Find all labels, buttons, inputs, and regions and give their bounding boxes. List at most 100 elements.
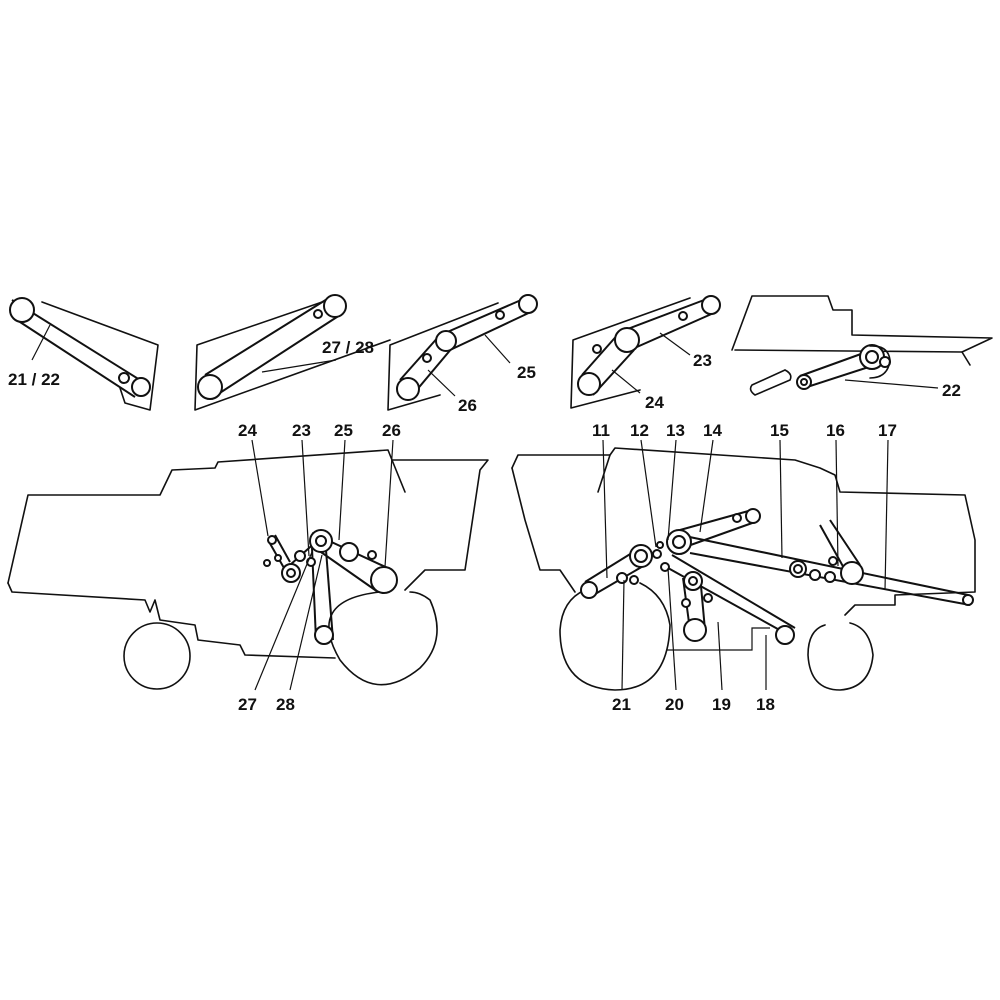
idler-b: [629, 575, 639, 585]
idler-d: [652, 549, 662, 559]
label-19: 19: [712, 695, 731, 714]
inset-frame: [387, 302, 499, 411]
inset-25-26: 25 26: [387, 294, 538, 415]
belt-24-b: [274, 534, 291, 563]
label-14: 14: [703, 421, 722, 440]
inset-21-22: 21 / 22: [8, 297, 159, 411]
label-15: 15: [770, 421, 789, 440]
leader-19: [717, 621, 723, 691]
front-wheel: [559, 582, 671, 691]
pulley-right: [518, 294, 538, 314]
inset-27-28: 27 / 28: [194, 294, 391, 411]
leader-25: [338, 439, 346, 541]
pulley-20-hub: [688, 576, 698, 586]
label-20: 20: [665, 695, 684, 714]
front-wheel: [123, 622, 191, 690]
body-underside: [7, 582, 336, 659]
leader-23: [659, 332, 691, 356]
idler-d: [263, 559, 271, 567]
pulley-12-hub: [634, 549, 648, 563]
pulley-28: [314, 625, 334, 645]
label-21-22: 21 / 22: [8, 370, 60, 389]
label-22: 22: [942, 381, 961, 400]
inset-frame: [731, 295, 993, 366]
leader-23: [301, 439, 310, 557]
idler-g: [656, 541, 664, 549]
idler-a: [294, 550, 306, 562]
pulley-21: [580, 581, 598, 599]
idler-16-a: [809, 569, 821, 581]
rear-wheel: [807, 622, 874, 691]
pulley-19: [683, 618, 707, 642]
leader-28: [289, 554, 323, 691]
leader-24: [251, 439, 269, 537]
idler-pulley-2: [592, 344, 602, 354]
leader-11: [602, 439, 608, 579]
label-13: 13: [666, 421, 685, 440]
label-18: 18: [756, 695, 775, 714]
belt-top-lower: [449, 309, 536, 351]
belt-upper: [204, 295, 333, 376]
idler-a: [616, 572, 628, 584]
rear-wheel: [328, 591, 438, 686]
pulley-main-drive: [370, 566, 398, 594]
idler-16-c: [828, 556, 838, 566]
belt-16-right: [829, 519, 861, 566]
belt-lower: [19, 321, 136, 398]
leader-26: [427, 369, 456, 397]
idler-pulley-2: [422, 353, 432, 363]
belt-left-upper: [399, 334, 441, 381]
idler-c: [267, 535, 277, 545]
belt-left-upper: [581, 331, 621, 376]
pulley-hub: [865, 350, 879, 364]
label-26: 26: [458, 396, 477, 415]
idler-f: [367, 550, 377, 560]
idler-14: [732, 513, 742, 523]
idler-16-b: [824, 571, 836, 583]
panel-seam: [391, 459, 406, 493]
leader-21: [621, 579, 625, 691]
pulley-23-hub: [315, 535, 327, 547]
inset-frame: [194, 299, 391, 411]
inset-22: 22: [731, 295, 993, 400]
belt-14-lower: [684, 521, 756, 548]
pulley-27-hub: [286, 568, 296, 578]
leader-12: [640, 439, 657, 548]
label-17: 17: [878, 421, 897, 440]
belt-17-upper: [679, 534, 969, 596]
leader-18-bracket: [666, 627, 770, 651]
pulley-middle: [435, 330, 457, 352]
label-16: 16: [826, 421, 845, 440]
pulley-left: [577, 372, 601, 396]
label-25: 25: [334, 421, 353, 440]
belt-top: [624, 296, 713, 331]
idler-e: [274, 554, 282, 562]
right-side-view: 11 12 13 14 15 16 17 21 20 19 18: [511, 421, 976, 714]
leader-25: [484, 334, 511, 364]
pulley-large: [9, 297, 35, 323]
inset-23-24: 23 24: [570, 295, 721, 412]
label-24: 24: [238, 421, 257, 440]
shaft: [749, 369, 792, 396]
pulley-15-hub: [793, 564, 803, 574]
belt-18-lower: [671, 554, 796, 629]
label-11: 11: [592, 421, 610, 440]
leader-24: [611, 369, 641, 394]
idler-c: [660, 562, 670, 572]
pulley-25: [339, 542, 359, 562]
belt-lower: [211, 314, 341, 399]
pulley-left-hub: [800, 378, 808, 386]
label-23: 23: [693, 351, 712, 370]
leader-22: [844, 379, 939, 389]
pulley-14: [745, 508, 761, 524]
belt-top: [444, 296, 529, 334]
label-25: 25: [517, 363, 536, 382]
label-23: 23: [292, 421, 311, 440]
body-front: [511, 467, 576, 593]
pulley-middle: [614, 327, 640, 353]
belt-28-right: [325, 549, 334, 641]
label-24: 24: [645, 393, 664, 412]
pulley-17: [962, 594, 974, 606]
pulley-small: [131, 377, 151, 397]
